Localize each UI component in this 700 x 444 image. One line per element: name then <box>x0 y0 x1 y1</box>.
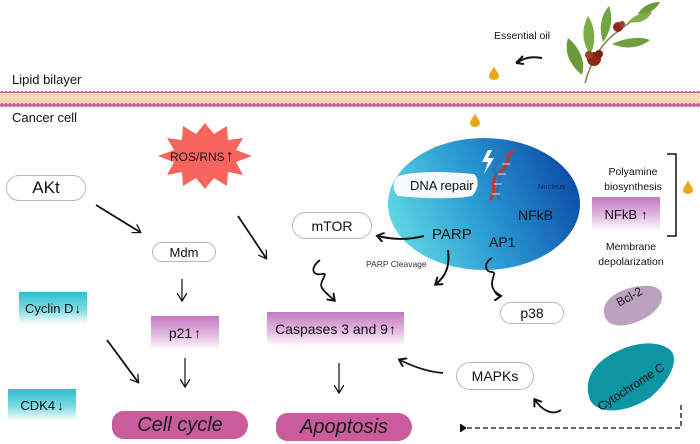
lightning-icon <box>482 150 494 174</box>
akt-label: AKt <box>32 178 60 197</box>
akt-node: AKt <box>6 175 86 201</box>
caspases-label: Caspases 3 and 9 <box>275 321 388 337</box>
cell-cycle-label: Cell cycle <box>137 413 223 436</box>
mdm-node: Mdm <box>152 242 216 262</box>
apoptosis-outcome: Apoptosis <box>276 413 412 441</box>
nucleus-label: Nucleus <box>538 182 566 191</box>
membrane-label: Membrane depolarization <box>590 240 672 270</box>
apoptosis-label: Apoptosis <box>300 415 388 438</box>
arrow-mapks-caspases <box>400 360 444 374</box>
up-arrow-icon: ↑ <box>225 148 234 165</box>
oil-drop-icon <box>470 113 480 127</box>
mtor-label: mTOR <box>311 217 353 234</box>
up-arrow-icon: ↑ <box>194 325 202 341</box>
dna-helix-icon <box>488 148 515 201</box>
nfkb-box-label: NFkB <box>604 206 638 222</box>
up-arrow-icon: ↑ <box>641 206 648 222</box>
arrow-ap1-p38 <box>485 257 500 296</box>
cyclin-d-box: Cyclin D ↓ <box>19 292 87 324</box>
cancer-cell-label: Cancer cell <box>12 110 78 125</box>
parp-cleavage-label: PARP Cleavage <box>366 259 427 269</box>
arrow-akt-mdm <box>95 204 140 232</box>
ros-rns-label: ROS/RNS ↑ <box>170 148 234 166</box>
p21-box: p21 ↑ <box>151 316 219 350</box>
caspases-box: Caspases 3 and 9 ↑ <box>267 312 404 346</box>
arrow-cyclin-cellcycle <box>106 339 138 382</box>
up-arrow-icon: ↑ <box>388 321 396 337</box>
cdk4-box: CDK4 ↓ <box>8 389 76 421</box>
cdk4-label: CDK4 <box>20 397 56 413</box>
nfkb-box: NFkB ↑ <box>592 197 660 231</box>
arrow-parp-mtor <box>378 236 425 239</box>
cyclin-d-label: Cyclin D <box>25 300 74 316</box>
polyamine-text: Polyamine <box>608 166 658 178</box>
lipid-bilayer-label: Lipid bilayer <box>12 72 82 87</box>
arrow-ros-caspases <box>237 215 266 258</box>
mapks-node: MAPKs <box>456 362 534 390</box>
mapks-label: MAPKs <box>471 368 519 384</box>
mtor-node: mTOR <box>292 212 372 239</box>
down-arrow-icon: ↓ <box>74 300 81 316</box>
ap1-label: AP1 <box>489 234 516 250</box>
membrane-text: Membrane <box>605 241 657 253</box>
mdm-label: Mdm <box>169 244 199 260</box>
oil-drop-icon <box>683 180 693 194</box>
p38-node: p38 <box>500 302 564 324</box>
oil-drop-icon <box>489 66 499 80</box>
polyamine-label: Polyamine biosynthesis <box>592 165 674 195</box>
arrow-parp-cleavage <box>436 249 450 284</box>
ros-rns-text: ROS/RNS <box>170 150 225 164</box>
cell-cycle-outcome: Cell cycle <box>112 411 248 439</box>
biosynthesis-text: biosynthesis <box>604 181 662 193</box>
essential-oil-label: Essential oil <box>494 30 551 42</box>
nfkb-nucleus-label: NFkB <box>518 207 553 223</box>
arrow-cytochrome-apoptosis-dashed <box>464 405 682 428</box>
p38-label: p38 <box>520 305 544 321</box>
dna-repair-label: DNA repair <box>410 178 474 193</box>
depolarization-text: depolarization <box>598 256 664 268</box>
p21-label: p21 <box>168 325 193 341</box>
parp-label: PARP <box>432 226 472 243</box>
arrow-cytochrome-mapks <box>535 400 562 414</box>
arrow-mtor-caspases <box>312 259 334 300</box>
down-arrow-icon: ↓ <box>57 397 64 413</box>
